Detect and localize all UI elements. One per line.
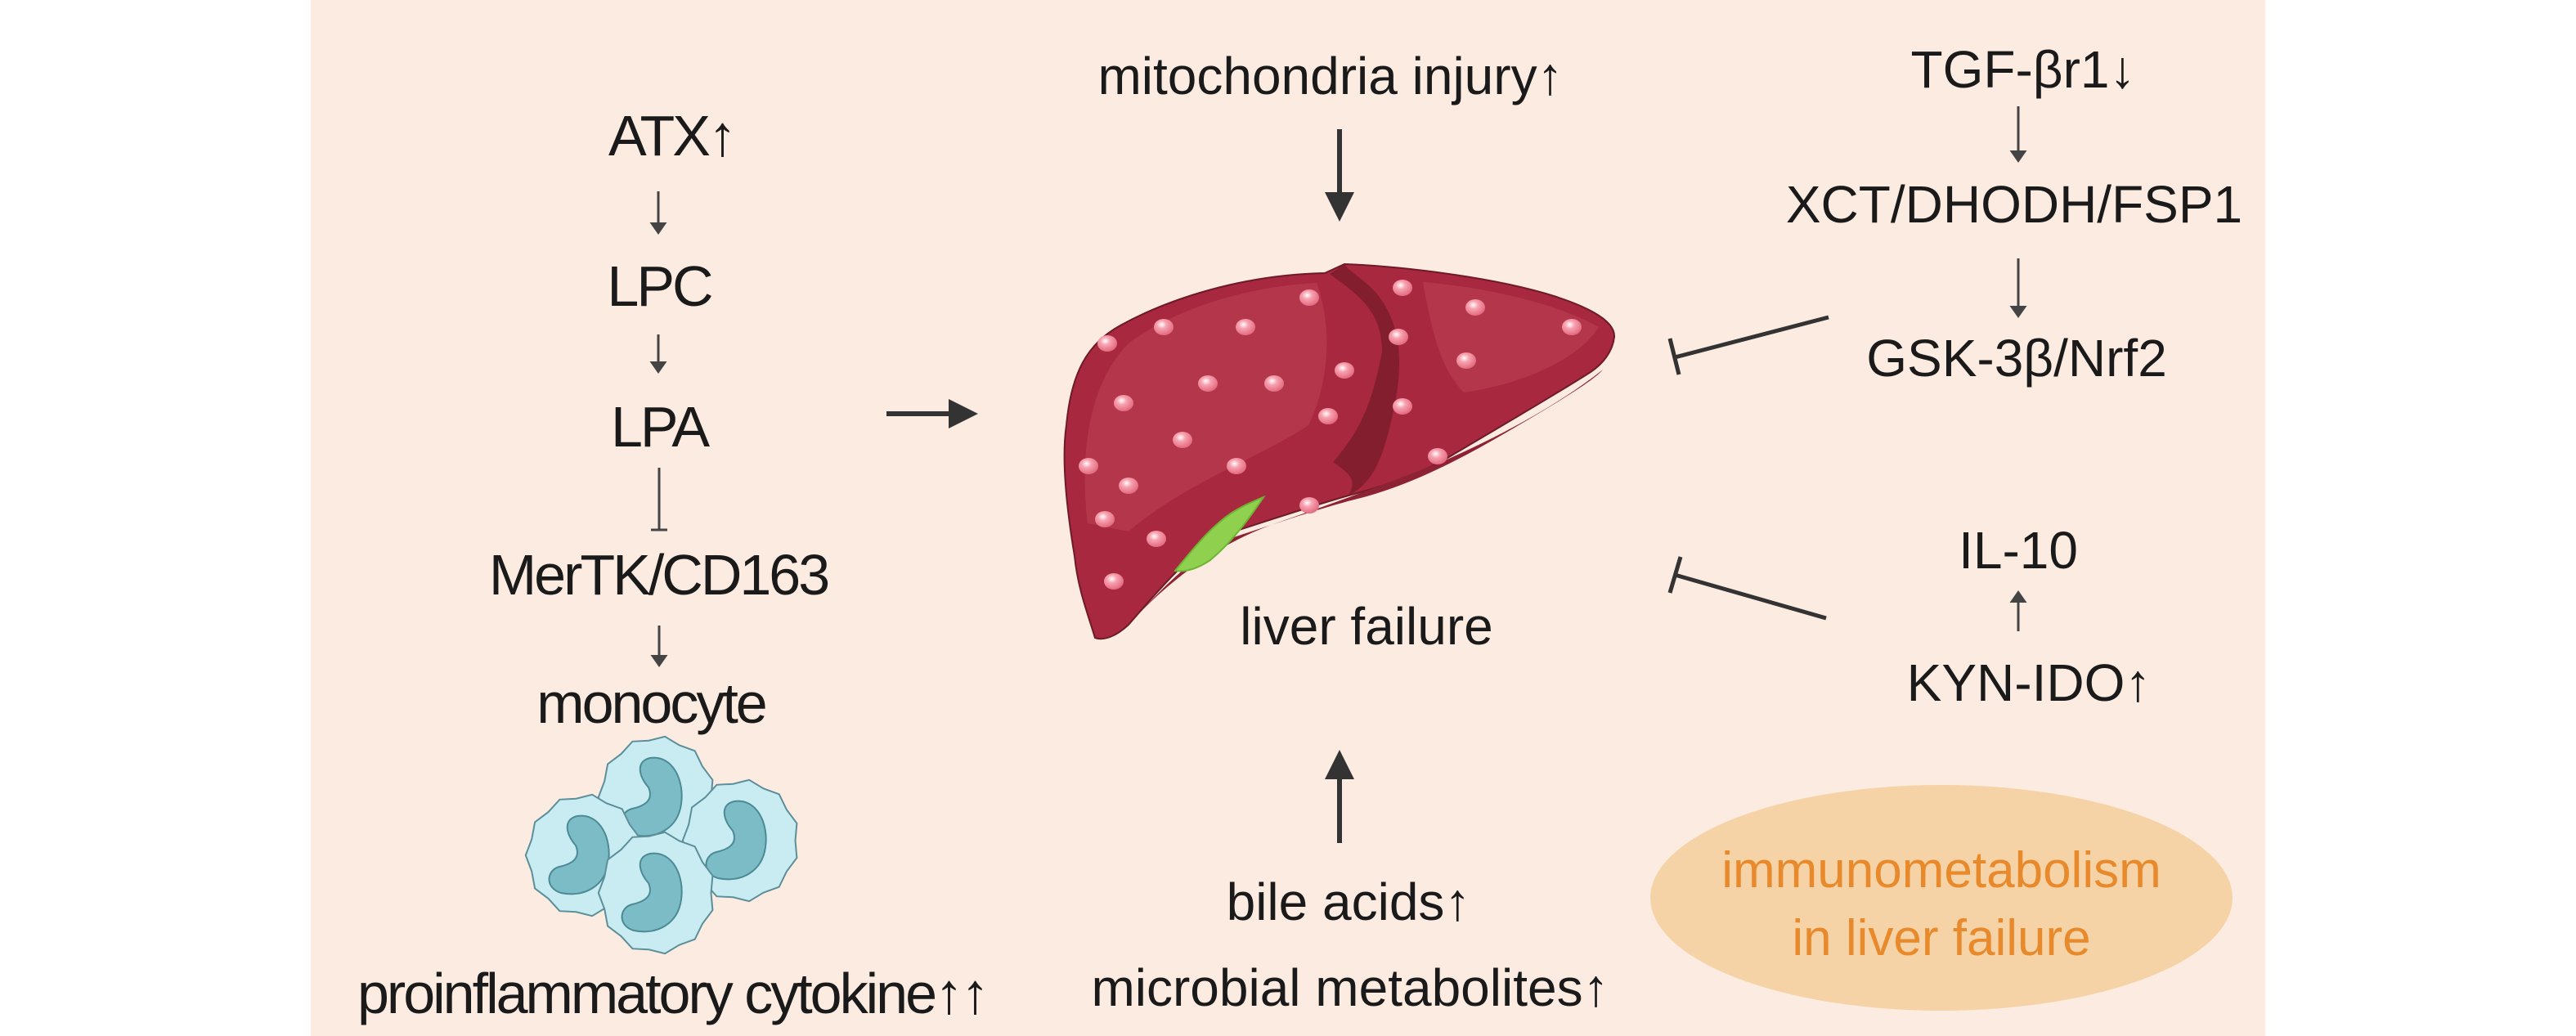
liver-nodule (1095, 511, 1115, 527)
cell-nucleus (621, 852, 683, 933)
inhibit-gsk-liver (1667, 315, 1829, 375)
liver-nodule (1079, 458, 1098, 474)
liver-nodule (1299, 289, 1319, 306)
label-lpa: LPA (610, 395, 710, 459)
liver-nodule (1299, 497, 1319, 514)
monocyte-cell (597, 831, 714, 955)
badge-ellipse (1650, 785, 2233, 1011)
label-il10: IL-10 (1959, 521, 2078, 580)
liver-nodule (1264, 375, 1284, 392)
liver-nodule (1154, 319, 1174, 335)
liver-nodule (1104, 573, 1124, 590)
liver-nodule (1456, 352, 1476, 369)
liver-nodule (1393, 280, 1412, 296)
badge-line-2: in liver failure (1792, 910, 2091, 966)
liver-nodules (1079, 280, 1582, 590)
monocyte-cell (681, 778, 798, 903)
liver-nodule (1389, 329, 1408, 345)
label-atx: ATX↑ (608, 104, 737, 168)
label-xct-dhodh-fsp1: XCT/DHODH/FSP1 (1785, 175, 2243, 234)
liver-nodule (1119, 478, 1138, 494)
inhibit-lpa-mertk (651, 468, 667, 531)
label-kyn-ido: KYN-IDO↑ (1906, 653, 2152, 712)
liver-nodule (1318, 408, 1338, 424)
inhibit-il10-liver (1667, 556, 1827, 621)
label-mitochondria-injury: mitochondria injury↑ (1097, 47, 1564, 105)
label-liver-failure: liver failure (1240, 597, 1493, 656)
label-monocyte: monocyte (536, 671, 767, 735)
gallbladder (1174, 495, 1266, 572)
cell-nucleus (548, 814, 610, 895)
liver-illustration (1063, 262, 1616, 640)
label-microbial-metabolites: microbial metabolites↑ (1091, 958, 1609, 1017)
liver-highlight (1084, 283, 1327, 531)
label-gsk3b-nrf2: GSK-3β/Nrf2 (1866, 329, 2167, 388)
liver-nodule (1465, 299, 1485, 316)
liver-nodule (1393, 398, 1412, 415)
liver-nodule (1147, 531, 1166, 547)
liver-nodule (1562, 319, 1582, 335)
liver-nodule (1227, 458, 1246, 474)
liver-fissure (1330, 264, 1400, 496)
label-proinflammatory-cytokine: proinflammatory cytokine↑↑ (357, 962, 990, 1025)
label-lpc: LPC (607, 254, 713, 318)
label-bile-acids: bile acids↑ (1226, 872, 1471, 931)
badge-line-1: immunometabolism (1721, 842, 2161, 899)
liver-nodule (1173, 432, 1192, 448)
liver-nodule (1428, 448, 1447, 464)
liver-nodule (1335, 362, 1354, 379)
liver-nodule (1097, 335, 1117, 352)
liver-nodule (1236, 319, 1255, 335)
liver-nodule (1198, 375, 1218, 392)
monocyte-cluster (524, 735, 798, 955)
liver-nodule (1114, 395, 1133, 411)
label-mertk-cd163: MerTK/CD163 (488, 543, 830, 607)
label-tgf-br1: TGF-βr1↓ (1910, 40, 2136, 99)
